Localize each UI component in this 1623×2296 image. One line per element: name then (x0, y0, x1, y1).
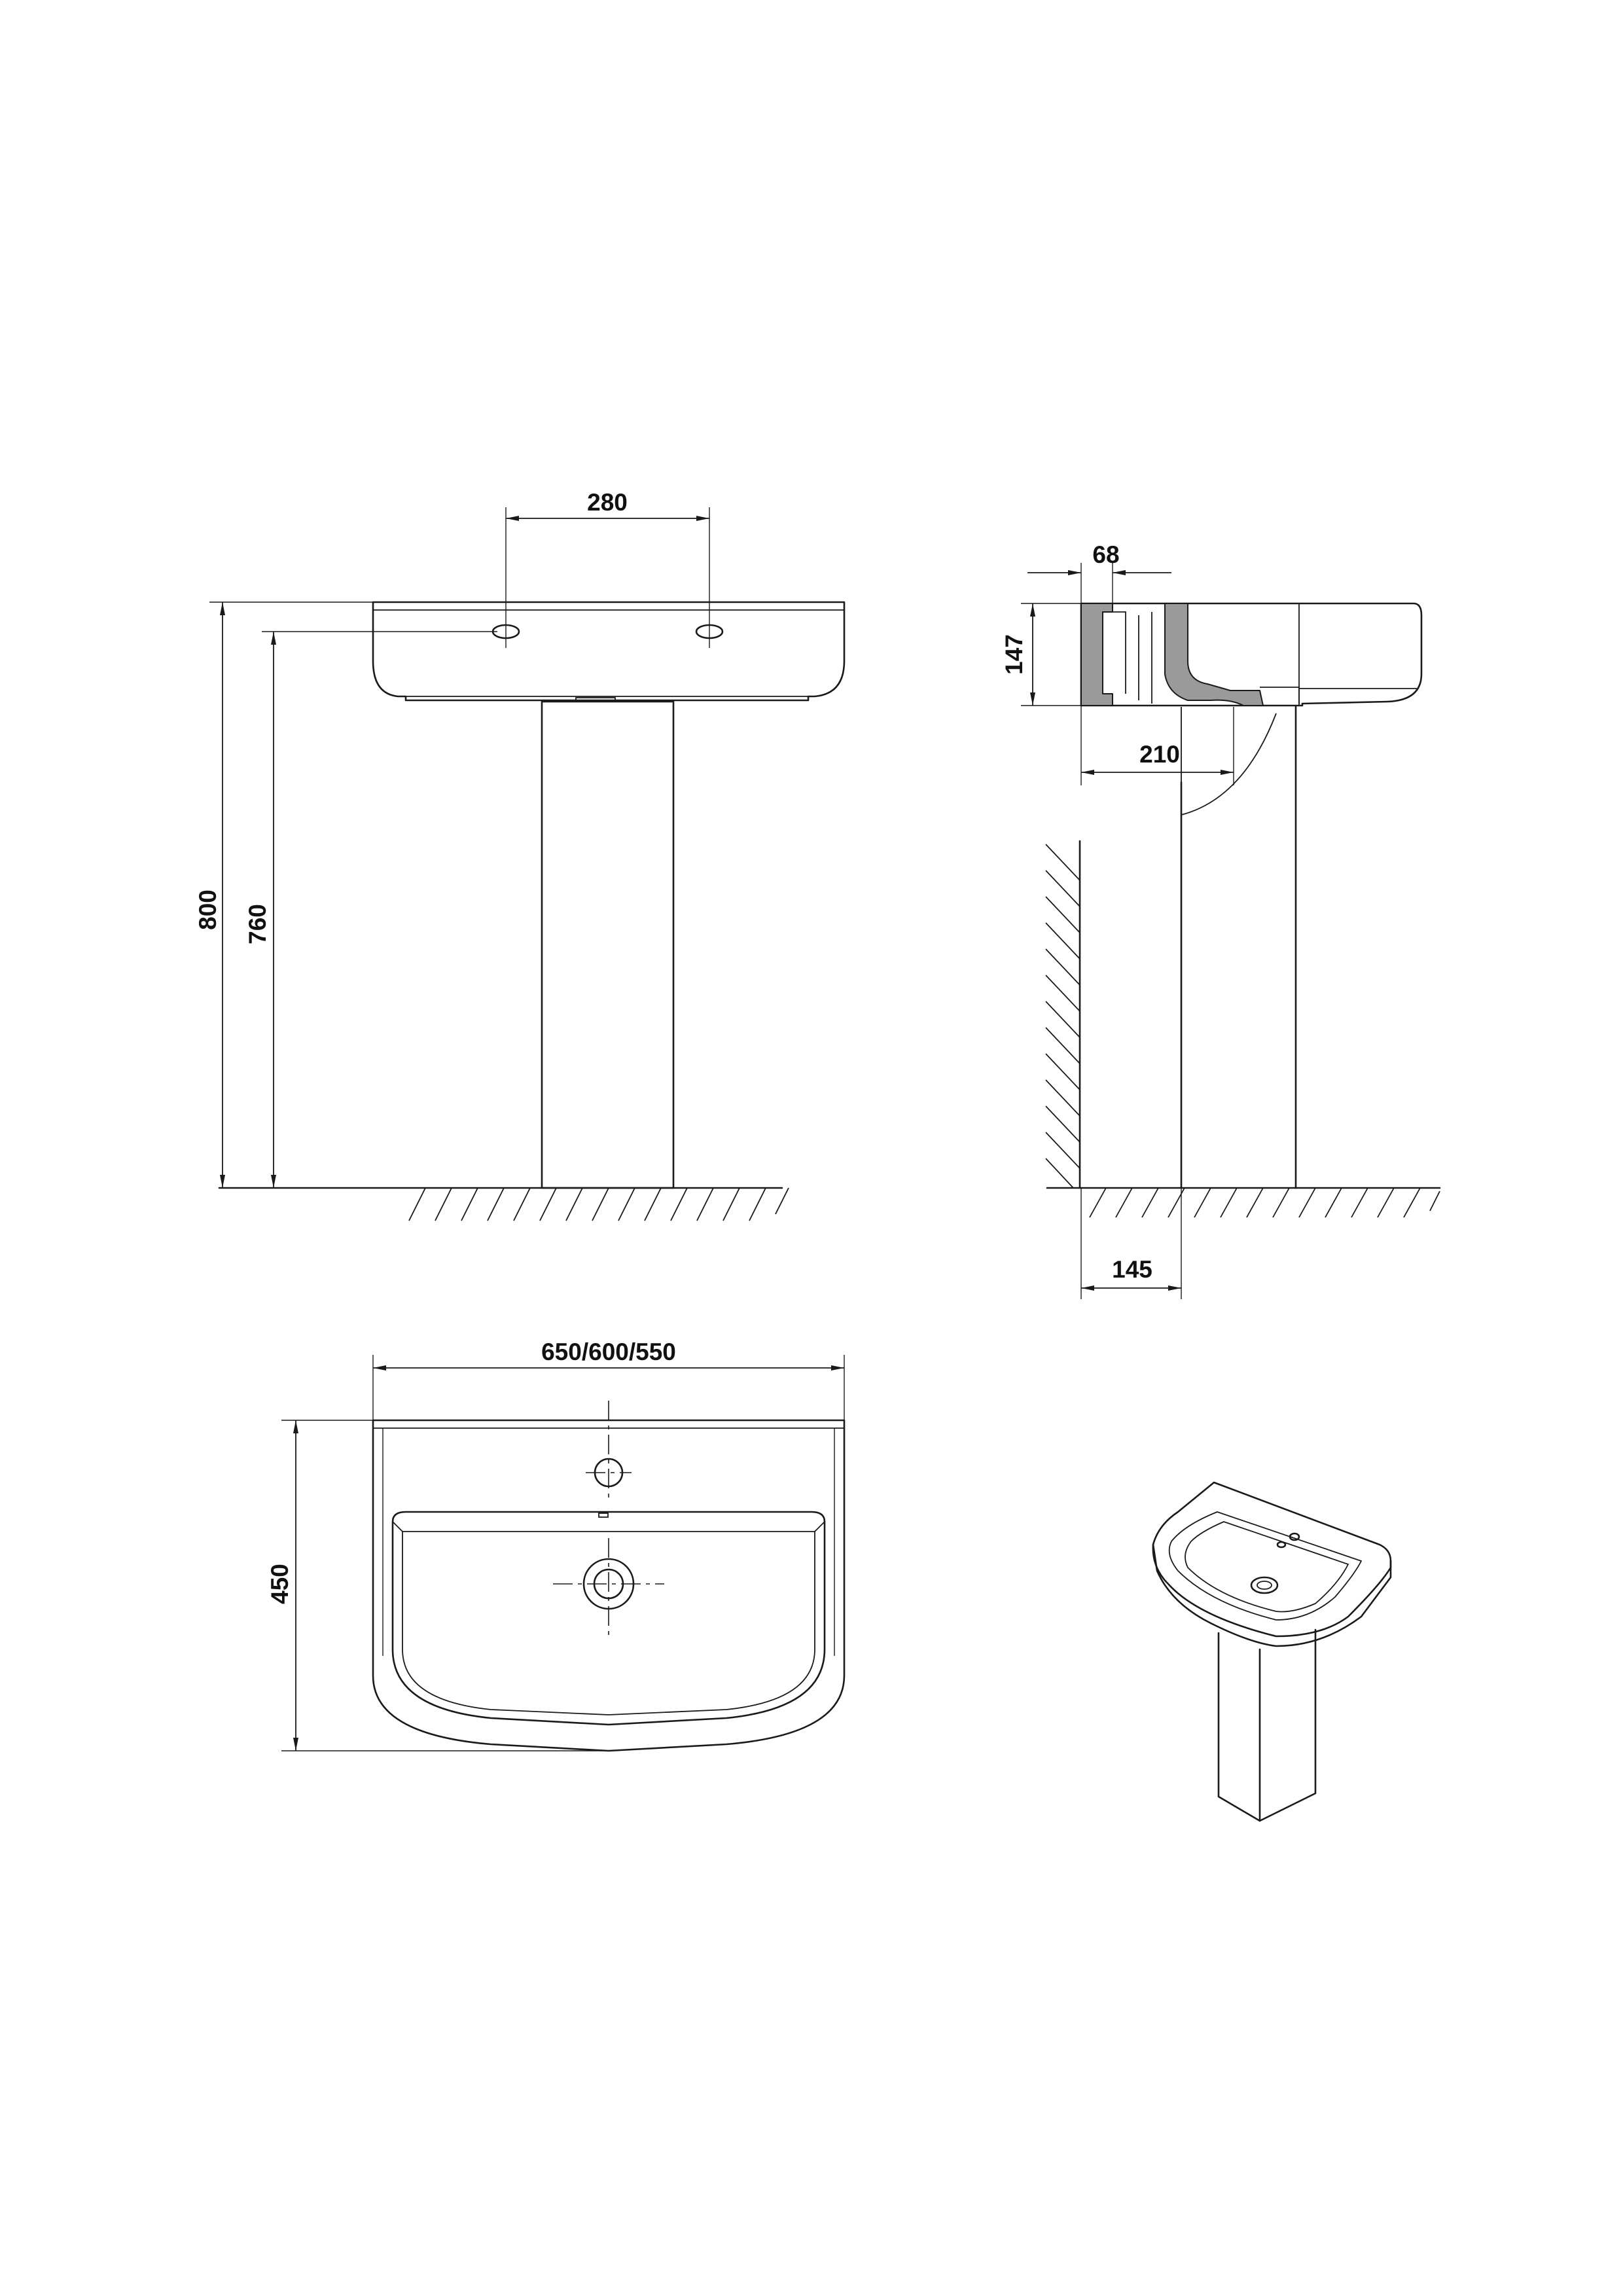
dimension-label-68: 68 (1092, 541, 1119, 568)
dimension-tap-spacing: 280 (505, 489, 710, 648)
side-pedestal-top-curve (1181, 713, 1277, 816)
front-basin-outline (372, 601, 846, 702)
dimension-label-760: 760 (244, 904, 271, 944)
dimension-overall-height: 800 (194, 601, 373, 1188)
dimension-rim-height: 760 (244, 631, 497, 1188)
iso-basin-front-face (1152, 1543, 1392, 1647)
isometric-product-view (1152, 1481, 1392, 1822)
plan-bowl-rim (391, 1511, 826, 1726)
side-basin-waste-body (1260, 687, 1300, 706)
dimension-label-650-600-550: 650/600/550 (541, 1338, 676, 1365)
side-elevation-view: 68 147 210 145 (1001, 541, 1441, 1299)
side-wall-hatching (1045, 844, 1080, 1189)
dimension-basin-height: 147 (1001, 603, 1081, 706)
iso-pedestal (1217, 1628, 1317, 1822)
iso-basin-bowl (1168, 1511, 1363, 1621)
dimension-basin-width: 650/600/550 (372, 1338, 845, 1420)
iso-waste-outer (1250, 1576, 1279, 1594)
dimension-pedestal-projection: 145 (1080, 1188, 1182, 1299)
dimension-label-800: 800 (194, 889, 221, 930)
side-basin-outline (1080, 602, 1423, 707)
dimension-top-depth: 68 (1027, 541, 1171, 603)
side-floor-hatching (1089, 1187, 1440, 1218)
iso-waste-inner (1257, 1581, 1272, 1590)
iso-basin-bowl-inner (1185, 1521, 1349, 1613)
dimension-label-147: 147 (1001, 634, 1027, 675)
plan-view: 650/600/550 450 (266, 1338, 846, 1752)
side-basin-section-bowl (1164, 603, 1264, 706)
front-pedestal (541, 700, 675, 1189)
iso-overflow-hole (1276, 1541, 1287, 1549)
front-floor-hatching (408, 1187, 789, 1221)
plan-overflow-slot (598, 1513, 609, 1518)
side-basin-section-wall (1080, 603, 1113, 706)
side-basin-overflow-channel (1113, 611, 1152, 704)
dimension-label-280: 280 (587, 489, 628, 516)
dimension-label-145: 145 (1112, 1256, 1152, 1283)
iso-tap-hole (1289, 1532, 1300, 1541)
dimension-label-450: 450 (266, 1564, 293, 1604)
dimension-waste-projection: 210 (1080, 706, 1234, 785)
plan-bowl-inner (402, 1531, 815, 1715)
plan-basin-outer (372, 1419, 846, 1752)
dimension-label-210: 210 (1139, 741, 1180, 768)
front-elevation-view: 280 800 760 (194, 489, 846, 1221)
dimension-basin-depth: 450 (266, 1420, 609, 1751)
